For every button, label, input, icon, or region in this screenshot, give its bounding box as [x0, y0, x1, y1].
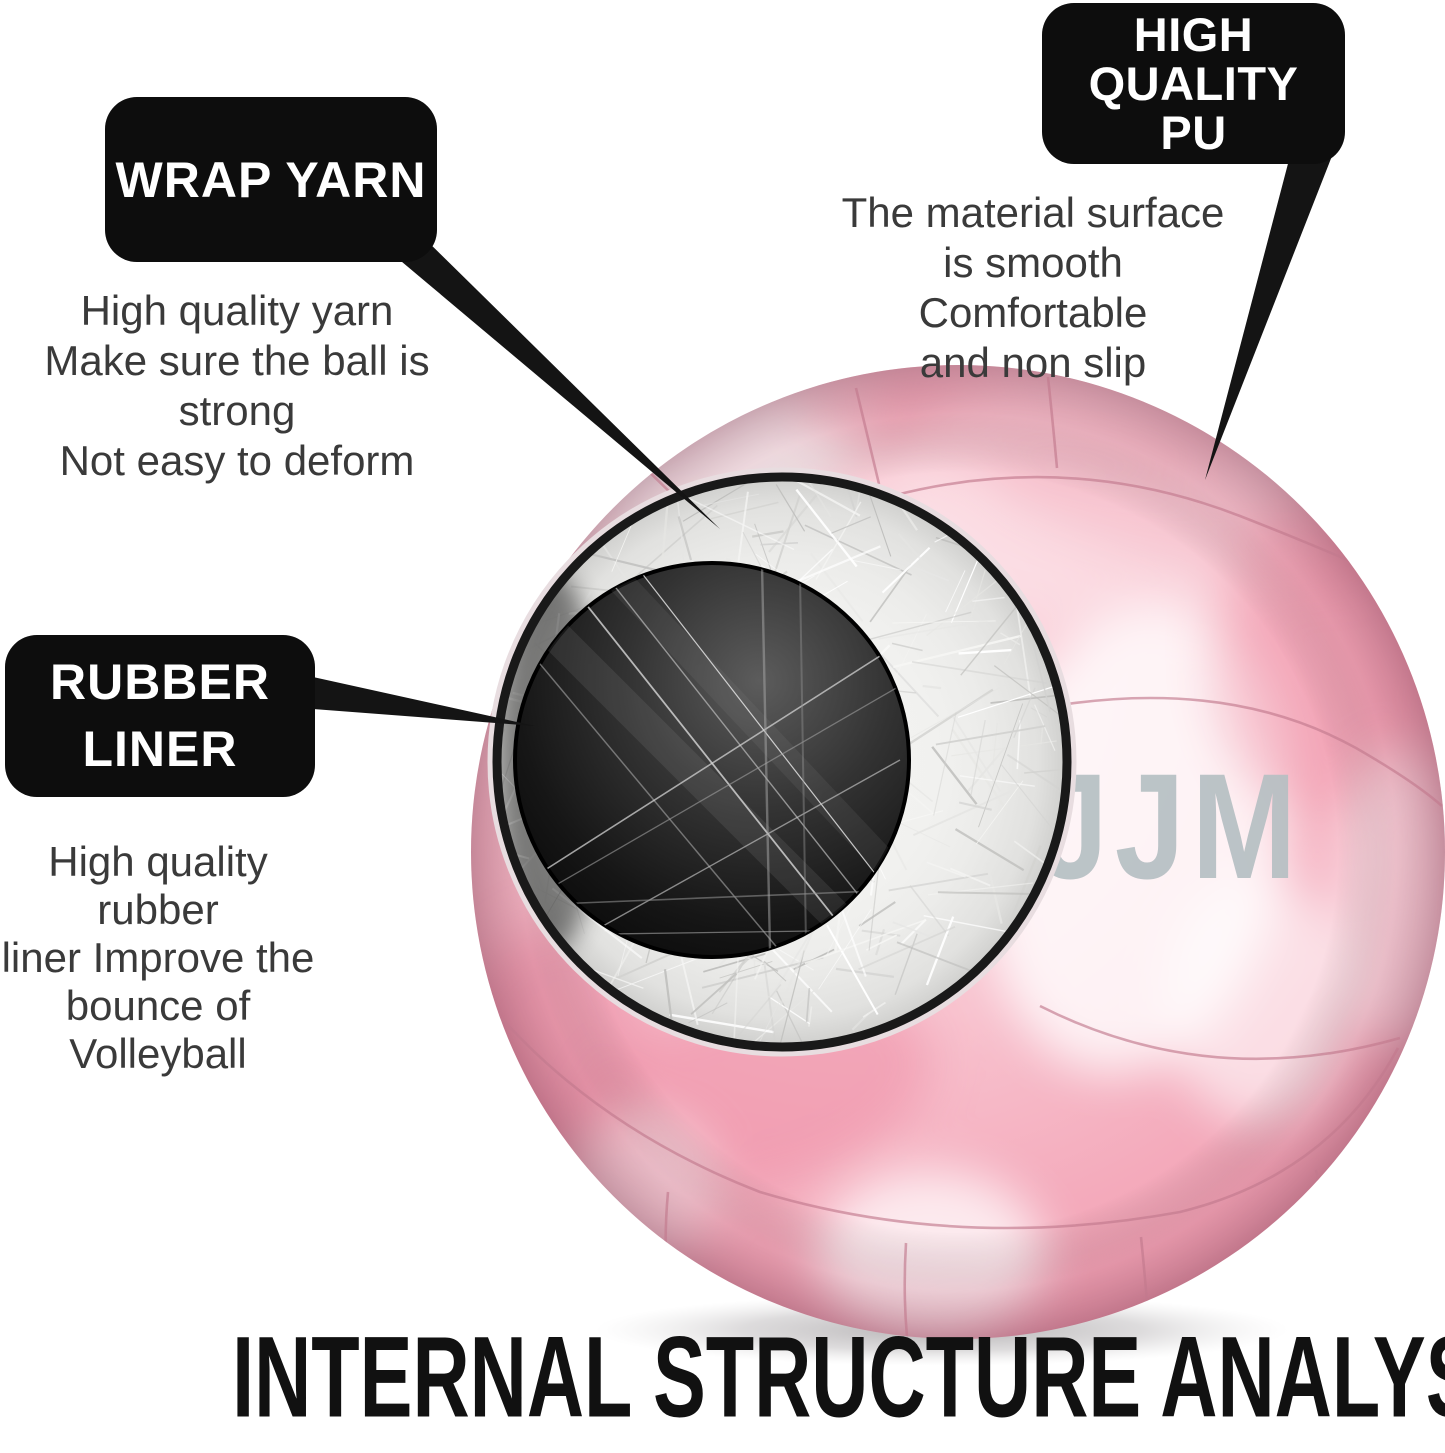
wrap-yarn-pointer	[389, 229, 720, 529]
brand-logo: JJM	[1038, 744, 1303, 911]
rubber-liner-label-line: RUBBER	[50, 654, 270, 710]
rubber-liner-label: RUBBER LINER	[5, 635, 315, 797]
wrap-yarn-description: High quality yarn Make sure the ball is …	[17, 286, 457, 486]
wrap-yarn-description-line: Not easy to deform	[59, 437, 415, 484]
cutaway-rubber-liner	[513, 561, 911, 959]
rubber-liner-description-line: liner Improve the	[1, 934, 315, 981]
cutaway-section	[487, 467, 1077, 1057]
high-quality-pu-label-line: PU	[1160, 106, 1227, 159]
pu-description-line: is smooth Comfortable	[918, 239, 1148, 336]
rubber-liner-description-line: High quality rubber	[48, 838, 268, 933]
rubber-scratches	[519, 563, 909, 957]
high-quality-pu-label-line: QUALITY	[1088, 57, 1299, 110]
page-title: INTERNAL STRUCTURE ANALYSIS	[0, 1319, 1445, 1435]
wrap-yarn-description-line: Make sure the ball is strong	[44, 337, 430, 434]
rubber-liner-description: High quality rubber liner Improve the bo…	[0, 838, 318, 1078]
callout-pointers	[313, 156, 1332, 726]
cutaway-cover-edge	[487, 467, 1077, 1057]
high-quality-pu-label: HIGH QUALITY PU	[1042, 3, 1345, 164]
high-quality-pu-label-line: HIGH	[1133, 8, 1254, 61]
wrap-yarn-label-text: WRAP YARN	[115, 151, 427, 208]
pu-description-line: The material surface	[841, 189, 1225, 236]
high-quality-pu-pointer	[1205, 156, 1332, 480]
wrap-yarn-description-line: High quality yarn	[80, 287, 394, 334]
pu-description-line: and non slip	[919, 339, 1147, 386]
rubber-liner-description-line: bounce of Volleyball	[65, 982, 251, 1077]
rubber-liner-pointer	[313, 677, 535, 726]
wrap-yarn-label: WRAP YARN	[105, 97, 437, 262]
rubber-liner-label-line: LINER	[82, 721, 238, 777]
page-title-text: INTERNAL STRUCTURE ANALYSIS	[232, 1311, 1445, 1442]
cutaway-dark-rim	[492, 472, 1072, 1052]
high-quality-pu-description: The material surface is smooth Comfortab…	[833, 188, 1233, 388]
